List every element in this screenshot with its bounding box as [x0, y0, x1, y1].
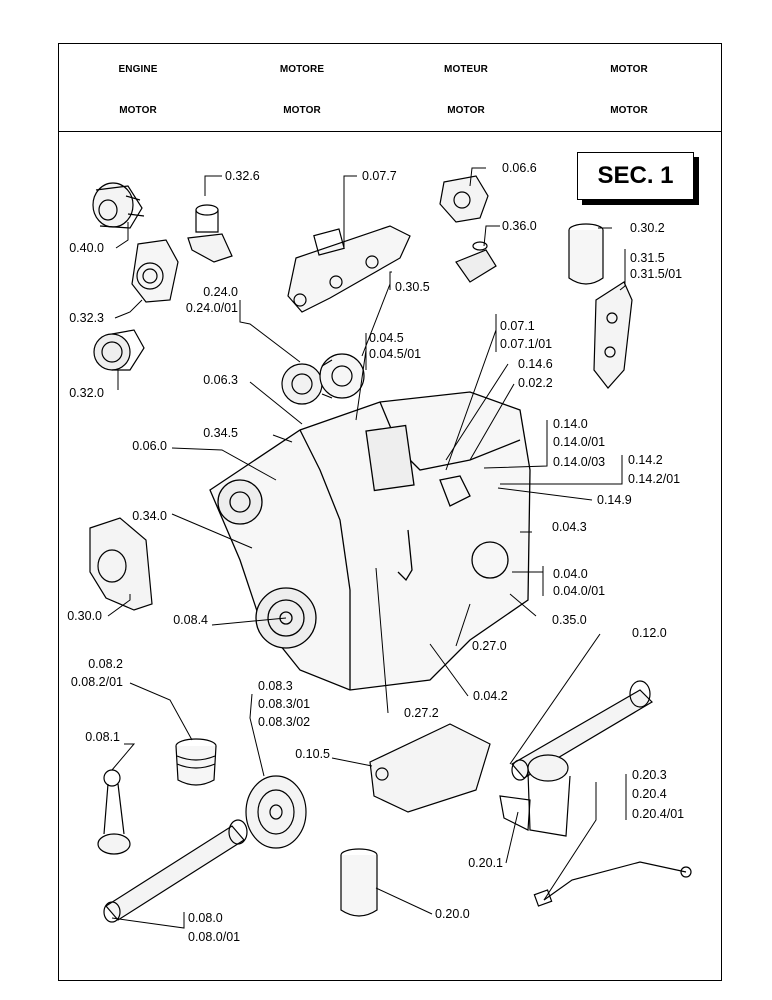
callout-0-08-0-01: 0.08.0/01: [188, 930, 241, 944]
callout-0-06-6: 0.06.6: [502, 161, 537, 175]
callout-0-30-5: 0.30.5: [395, 280, 430, 294]
callout-0-08-2: 0.08.2: [88, 657, 123, 671]
alternator-part: [92, 182, 145, 229]
callout-0-32-0: 0.32.0: [69, 386, 104, 400]
callout-0-04-0-01: 0.04.0/01: [553, 584, 606, 598]
injection-pump-part: [499, 754, 571, 837]
header-separator: [58, 131, 722, 132]
oil-filter-part: [568, 223, 604, 285]
callout-0-30-0: 0.30.0: [67, 609, 102, 623]
thermostat-housing-part: [187, 204, 233, 263]
callout-0-24-0: 0.24.0: [203, 285, 238, 299]
callout-0-14-0: 0.14.0: [553, 417, 588, 431]
exhaust-manifold-part: [287, 225, 411, 313]
callout-0-08-3-02: 0.08.3/02: [258, 715, 311, 729]
crankshaft-part: [103, 819, 248, 923]
callout-0-06-3: 0.06.3: [203, 373, 238, 387]
callout-0-20-1: 0.20.1: [468, 856, 503, 870]
callout-0-04-3: 0.04.3: [552, 520, 587, 534]
header-title-4: MOTOR: [610, 64, 648, 75]
callout-0-04-5: 0.04.5: [369, 331, 404, 345]
callout-0-04-0: 0.04.0: [553, 567, 588, 581]
callout-0-34-0: 0.34.0: [132, 509, 167, 523]
callout-0-14-2-01: 0.14.2/01: [628, 472, 681, 486]
diagram-frame: [58, 43, 722, 981]
callout-0-14-6: 0.14.6: [518, 357, 553, 371]
callout-0-04-5-01: 0.04.5/01: [369, 347, 422, 361]
header-title-8: MOTOR: [610, 105, 648, 116]
callout-0-31-5-01: 0.31.5/01: [630, 267, 683, 281]
callout-0-36-0: 0.36.0: [502, 219, 537, 233]
callout-0-31-5: 0.31.5: [630, 251, 665, 265]
callout-0-12-0: 0.12.0: [632, 626, 667, 640]
callout-0-02-2: 0.02.2: [518, 376, 553, 390]
connecting-rod-part: [97, 769, 131, 855]
header-title-3: MOTEUR: [444, 64, 488, 75]
callout-0-32-3: 0.32.3: [69, 311, 104, 325]
callout-0-35-0: 0.35.0: [552, 613, 587, 627]
callout-0-34-5: 0.34.5: [203, 426, 238, 440]
callout-0-32-6: 0.32.6: [225, 169, 260, 183]
fuel-filter-part: [340, 848, 378, 917]
callout-0-20-3: 0.20.3: [632, 768, 667, 782]
header-title-7: MOTOR: [447, 105, 485, 116]
callout-0-08-1: 0.08.1: [85, 730, 120, 744]
callout-0-20-0: 0.20.0: [435, 907, 470, 921]
pump-pulley-part: [93, 329, 145, 371]
callout-0-20-4: 0.20.4: [632, 787, 667, 801]
callout-0-14-0-03: 0.14.0/03: [553, 455, 606, 469]
flywheel-part: [245, 775, 307, 849]
fuel-pipe-part: [533, 861, 692, 907]
callout-0-08-2-01: 0.08.2/01: [70, 675, 123, 689]
leader-lines: [107, 167, 627, 929]
fuel-lift-pump-part: [439, 175, 489, 223]
callout-0-08-3: 0.08.3: [258, 679, 293, 693]
callout-0-14-0-01: 0.14.0/01: [553, 435, 606, 449]
callout-0-08-4: 0.08.4: [173, 613, 208, 627]
callout-0-24-0-01: 0.24.0/01: [185, 301, 238, 315]
water-pump-part: [131, 239, 179, 303]
callout-0-30-2: 0.30.2: [630, 221, 665, 235]
callout-0-08-0: 0.08.0: [188, 911, 223, 925]
cylinder-head-part: [369, 723, 491, 813]
oil-cooler-gasket-part: [593, 281, 633, 389]
callout-0-10-5: 0.10.5: [295, 747, 330, 761]
section-label: SEC. 1: [577, 152, 694, 200]
callout-0-04-2: 0.04.2: [473, 689, 508, 703]
callout-0-07-1-01: 0.07.1/01: [500, 337, 553, 351]
stop-solenoid-part: [455, 241, 497, 283]
callout-0-40-0: 0.40.0: [69, 241, 104, 255]
callout-0-20-4-01: 0.20.4/01: [632, 807, 685, 821]
header-title-1: ENGINE: [118, 64, 158, 75]
header-title-2: MOTORE: [279, 64, 325, 75]
header-title-5: MOTOR: [119, 105, 157, 116]
header-title-6: MOTOR: [283, 105, 321, 116]
callout-0-27-0: 0.27.0: [472, 639, 507, 653]
callout-0-06-0: 0.06.0: [132, 439, 167, 453]
callout-0-14-2: 0.14.2: [628, 453, 663, 467]
callout-0-07-1: 0.07.1: [500, 319, 535, 333]
callout-0-27-2: 0.27.2: [404, 706, 439, 720]
callout-0-08-3-01: 0.08.3/01: [258, 697, 311, 711]
timing-cover-part: [89, 517, 153, 611]
callout-0-07-7: 0.07.7: [362, 169, 397, 183]
piston-part: [175, 738, 217, 786]
callout-0-14-9: 0.14.9: [597, 493, 632, 507]
turbocharger-part: [281, 353, 365, 405]
